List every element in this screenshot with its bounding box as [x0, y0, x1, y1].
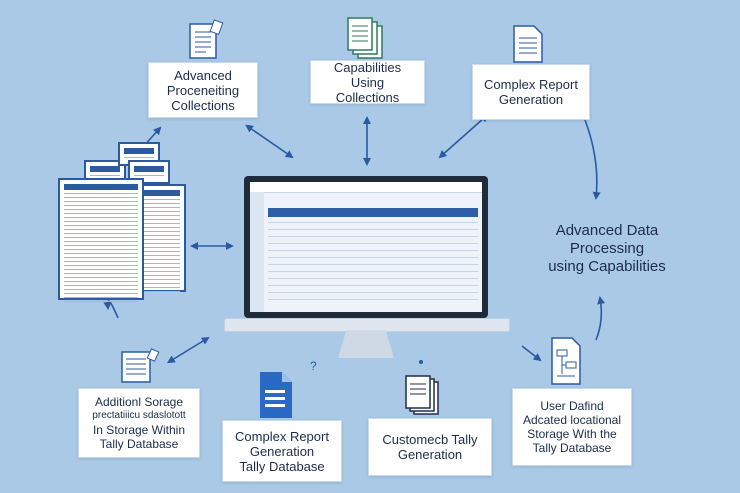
- arrow-right-curve-top: [584, 119, 601, 200]
- spreadsheet-sheet: [136, 184, 186, 292]
- flowchart-document-icon: [551, 337, 581, 385]
- box-text: Collections: [171, 97, 235, 113]
- box-customised-tally: Customecb Tally Generation: [368, 418, 492, 476]
- arrow-left-curve: [103, 300, 119, 319]
- center-label: Advanced Data Processing using Capabilit…: [532, 222, 682, 276]
- box-text: Generation: [249, 443, 315, 459]
- dot-icon: [419, 360, 423, 364]
- box-text: Adcated locational: [522, 413, 622, 427]
- center-label-text: Processing: [569, 240, 645, 257]
- box-text: Tally Database: [99, 437, 179, 451]
- box-user-defined-storage: User Dafind Adcated locational Storage W…: [512, 388, 632, 466]
- box-text: Complex Report: [235, 428, 329, 444]
- center-label-text: Advanced Data: [555, 222, 659, 239]
- box-text: Generation: [397, 447, 463, 462]
- filled-document-icon: [260, 372, 292, 418]
- monitor-icon: [244, 176, 488, 318]
- box-advanced-processing: Advanced Proceneiting Collections: [148, 62, 258, 118]
- arrow-top-left: [245, 124, 294, 159]
- box-text: Capabilities Using: [333, 59, 402, 90]
- box-text: Proceneiting: [166, 82, 240, 98]
- box-text: Tally Database: [532, 441, 612, 455]
- document-icon: [189, 19, 224, 59]
- box-text: In Storage Within: [92, 423, 186, 437]
- box-text: Collections: [335, 89, 400, 105]
- monitor-stand: [338, 330, 394, 358]
- box-text: Complex Report: [484, 77, 578, 92]
- box-additional-storage: Additionl Sorage prectatiiicu sdaslotott…: [78, 388, 200, 458]
- box-text: Advanced: [174, 67, 232, 83]
- box-text: Generation: [498, 92, 564, 107]
- box-capabilities-collections: Capabilities Using Collections: [310, 59, 425, 105]
- box-text: prectatiiicu sdaslotott: [92, 410, 186, 421]
- question-mark-icon: ?: [310, 359, 317, 373]
- center-label-text: using Capabilities: [548, 258, 666, 275]
- stacked-document-icon: [405, 375, 439, 415]
- report-document-icon: [513, 25, 543, 63]
- arrow-bottom-right: [521, 345, 542, 362]
- box-text: Customecb Tally: [382, 432, 478, 447]
- monitor-base: [224, 318, 510, 332]
- box-complex-report-top: Complex Report Generation: [472, 64, 590, 120]
- arrow-top-right: [438, 114, 489, 159]
- box-text: Additionl Sorage: [94, 395, 184, 409]
- box-text: Tally Database: [239, 458, 325, 474]
- spreadsheet-sheet-main: [58, 178, 144, 302]
- box-complex-report-bottom: Complex Report Generation Tally Database: [222, 420, 342, 482]
- spreadsheet-sheet: [128, 160, 170, 184]
- box-text: User Dafind: [540, 399, 604, 413]
- document-stack-icon: [347, 17, 383, 59]
- box-text: Storage With the: [527, 427, 617, 441]
- arrow-bottom-left: [166, 336, 210, 364]
- arrow-right-curve-bottom: [595, 296, 606, 341]
- storage-document-icon: [121, 348, 160, 383]
- monitor-screen: [250, 182, 482, 312]
